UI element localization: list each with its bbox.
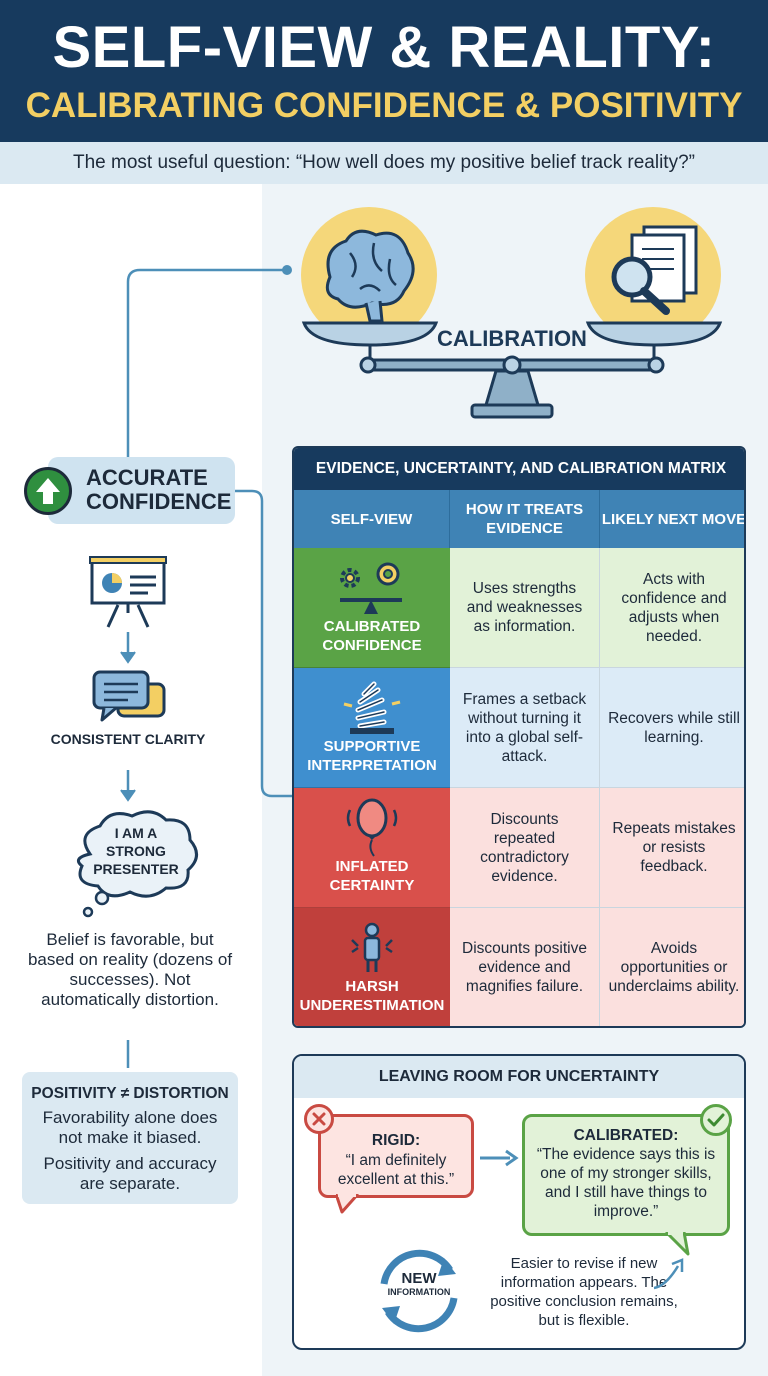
matrix-row-label: CALIBRATED CONFIDENCE <box>294 548 450 668</box>
uncertainty-title: LEAVING ROOM FOR UNCERTAINTY <box>294 1056 744 1098</box>
thought-text: I AM A STRONG PRESENTER <box>93 825 179 877</box>
balloon-icon <box>346 798 398 857</box>
row-label-harsh: HARSH UNDERESTIMATION <box>299 978 445 1014</box>
positivity-text-2: Positivity and accuracy are separate. <box>43 1154 217 1193</box>
matrix-cell-next: Acts with confidence and adjusts when ne… <box>600 548 744 668</box>
matrix-header-next-move: LIKELY NEXT MOVE <box>600 490 744 548</box>
presentation-board-icon <box>89 556 167 628</box>
spring-icon <box>343 681 401 734</box>
matrix-cell-evidence: Discounts positive evidence and magnifie… <box>450 908 600 1026</box>
header: SELF-VIEW & REALITY: CALIBRATING CONFIDE… <box>0 0 768 142</box>
matrix-title: EVIDENCE, UNCERTAINTY, AND CALIBRATION M… <box>294 448 744 490</box>
right-arrow-icon <box>480 1149 519 1167</box>
key-question: The most useful question: “How well does… <box>0 142 768 184</box>
gears-balance-icon <box>340 562 402 614</box>
x-circle-icon <box>304 1104 334 1134</box>
positivity-box <box>22 1072 238 1204</box>
calibration-matrix: EVIDENCE, UNCERTAINTY, AND CALIBRATION M… <box>292 446 746 1028</box>
calibrated-bubble <box>522 1114 730 1236</box>
belief-description: Belief is favorable, but based on realit… <box>27 930 233 1009</box>
accurate-confidence-label: ACCURATE CONFIDENCE <box>86 465 232 514</box>
positivity-title: POSITIVITY ≠ DISTORTION <box>31 1085 229 1102</box>
rigid-bubble <box>318 1114 474 1198</box>
page-title: SELF-VIEW & REALITY: <box>52 15 716 80</box>
matrix-row-label: INFLATED CERTAINTY <box>294 788 450 908</box>
row-label-supportive: SUPPORTIVE INTERPRETATION <box>307 738 437 774</box>
accurate-confidence-box <box>48 457 235 524</box>
check-circle-icon <box>700 1104 732 1136</box>
matrix-cell-next: Repeats mistakes or resists feedback. <box>600 788 744 908</box>
matrix-header-evidence: HOW IT TREATS EVIDENCE <box>450 490 600 548</box>
chat-bubbles-icon <box>92 670 166 722</box>
shrinking-person-icon <box>351 922 393 972</box>
new-label: NEW <box>401 1270 437 1287</box>
consistent-clarity-label: CONSISTENT CLARITY <box>50 731 206 747</box>
curved-arrow-icon <box>653 1258 684 1290</box>
matrix-row-label: HARSH UNDERESTIMATION <box>294 908 450 1026</box>
matrix-row-label: SUPPORTIVE INTERPRETATION <box>294 668 450 788</box>
cycle-arrows-icon <box>380 1249 458 1333</box>
matrix-cell-next: Recovers while still learning. <box>600 668 744 788</box>
calibrated-bubble-tail <box>664 1232 690 1256</box>
positivity-text-1: Favorability alone does not make it bias… <box>42 1108 218 1147</box>
matrix-cell-evidence: Discounts repeated contradictory evidenc… <box>450 788 600 908</box>
rigid-title: RIGID: <box>371 1132 421 1149</box>
calibration-label: CALIBRATION <box>437 326 587 351</box>
calibrated-text: “The evidence says this is one of my str… <box>536 1146 716 1220</box>
matrix-header-self-view: SELF-VIEW <box>294 490 450 548</box>
calibrated-title: CALIBRATED: <box>573 1127 679 1144</box>
information-label: INFORMATION <box>387 1287 451 1297</box>
matrix-cell-next: Avoids opportunities or underclaims abil… <box>600 908 744 1026</box>
up-arrow-icon <box>24 467 72 515</box>
magnifier-document-icon <box>611 225 698 315</box>
new-information-text: Easier to revise if new information appe… <box>490 1255 678 1329</box>
thought-cloud <box>76 810 198 918</box>
matrix-cell-evidence: Frames a setback without turning it into… <box>450 668 600 788</box>
brain-icon <box>325 229 415 323</box>
row-label-calibrated: CALIBRATED CONFIDENCE <box>322 618 422 654</box>
page-subtitle: CALIBRATING CONFIDENCE & POSITIVITY <box>25 86 743 125</box>
calibration-scale <box>301 207 723 419</box>
rigid-bubble-tail <box>336 1194 360 1214</box>
rigid-text: “I am definitely excellent at this.” <box>337 1152 455 1188</box>
row-label-inflated: INFLATED CERTAINTY <box>329 858 415 894</box>
matrix-cell-evidence: Uses strengths and weaknesses as informa… <box>450 548 600 668</box>
